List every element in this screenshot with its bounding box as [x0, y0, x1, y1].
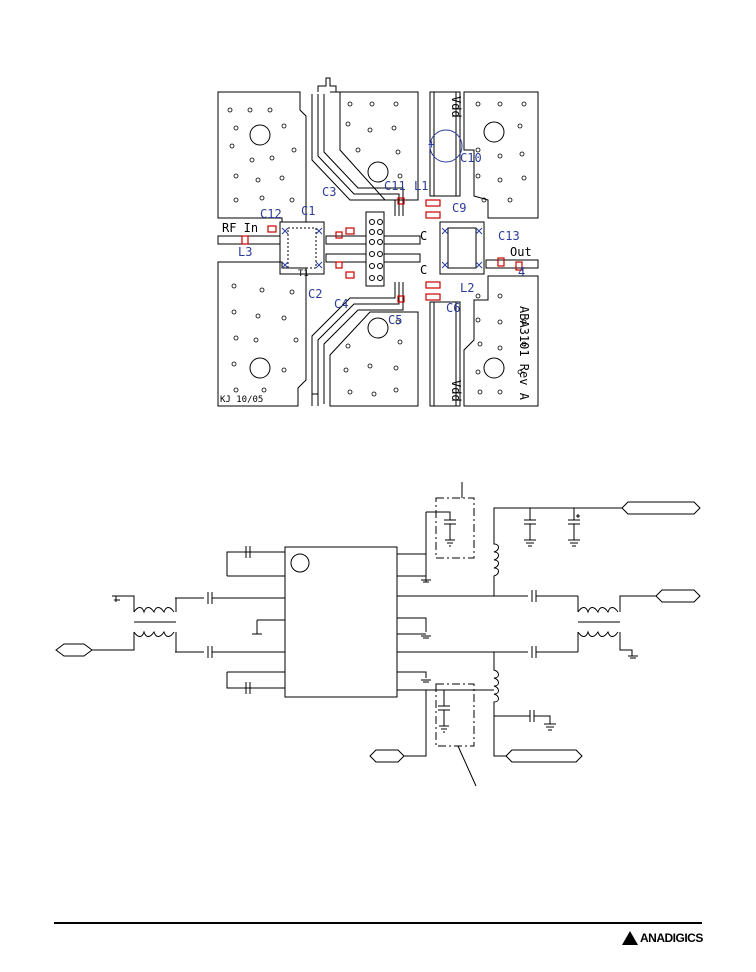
label-c-left: C — [420, 229, 427, 243]
label-date: KJ 10/05 — [220, 395, 263, 405]
footer-rule — [54, 922, 702, 924]
rf-out-port — [655, 589, 701, 603]
logo-triangle-icon — [622, 931, 638, 945]
label-board-rev: ABA3101 Rev A — [517, 306, 531, 401]
pcb-layout — [217, 77, 539, 407]
c10-electrolytic-outline — [429, 129, 463, 163]
label-l2: L2 — [460, 281, 474, 295]
label-c-left2: C — [420, 263, 427, 277]
label-rf-in: RF In — [222, 221, 258, 235]
label-t1: T1 — [298, 269, 309, 279]
vdd-port-top — [621, 501, 701, 515]
inductor-upper — [493, 507, 622, 596]
label-c11: C11 — [384, 179, 406, 193]
balun-right — [439, 221, 485, 275]
label-c10: C10 — [460, 151, 482, 165]
logo-text: ANADIGICS — [640, 931, 703, 945]
rf-in-port — [55, 643, 93, 657]
label-c6: C6 — [446, 301, 460, 315]
label-c2: C2 — [308, 287, 322, 301]
inductor-lower — [493, 652, 506, 757]
label-c5: C5 — [388, 313, 402, 327]
ic-body — [284, 546, 398, 698]
company-logo: ANADIGICS — [622, 931, 703, 945]
balun-left — [279, 221, 325, 275]
smd-pads — [241, 197, 523, 303]
label-c4: C4 — [334, 297, 348, 311]
ic-pin1-marker — [290, 553, 310, 573]
ground-pour-bottom-center — [329, 311, 419, 407]
label-c13: C13 — [498, 229, 520, 243]
center-vias — [365, 211, 385, 287]
label-c3: C3 — [322, 185, 336, 199]
label-out: Out — [510, 245, 532, 259]
rf-out-stripline — [485, 259, 539, 269]
ground-pour-bottom-right — [463, 275, 539, 407]
label-l1: L1 — [414, 179, 428, 193]
label-plus: + — [428, 137, 435, 151]
optional-cap-box-bottom — [435, 683, 475, 747]
ground-pour-bottom-left — [217, 261, 307, 407]
label-l3: L3 — [238, 245, 252, 259]
label-c12: C12 — [260, 207, 282, 221]
schematic — [55, 482, 701, 787]
pcb-labels: Vdd Vdd RF In Out ABA3101 Rev A KJ 10/05… — [220, 96, 532, 405]
label-vdd-bottom: Vdd — [449, 380, 463, 402]
ground-vias — [227, 101, 527, 397]
label-c1: C1 — [301, 204, 315, 218]
ground-pour-top-right — [463, 91, 539, 219]
vdd-port-bottom — [505, 749, 583, 763]
label-c9: C9 — [452, 201, 466, 215]
mounting-holes — [249, 121, 505, 379]
input-transformer — [133, 607, 175, 637]
label-l4: 4 — [518, 265, 525, 279]
optional-cap-box-top — [435, 497, 475, 559]
rf-in-stripline — [217, 235, 281, 245]
bypass-port-bottom — [369, 749, 405, 763]
label-vdd-top: Vdd — [449, 96, 463, 118]
output-transformer — [577, 607, 619, 637]
